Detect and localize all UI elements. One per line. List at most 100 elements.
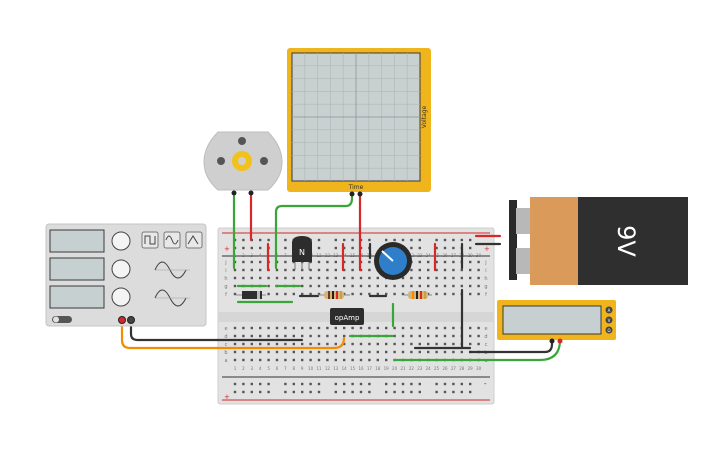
column-number: 23: [417, 366, 423, 371]
column-number: 18: [375, 366, 381, 371]
column-number: 30: [476, 253, 482, 258]
row-label: d: [224, 334, 227, 340]
battery-9v[interactable]: 9V: [509, 197, 688, 285]
row-label: h: [224, 276, 227, 282]
column-number: 3: [251, 366, 254, 371]
column-number: 28: [459, 366, 465, 371]
multimeter-display: [502, 305, 602, 335]
triangle-wave-button[interactable]: [185, 231, 203, 249]
column-number: 2: [242, 253, 245, 258]
rail-plus-label: +: [224, 245, 230, 253]
column-number: 27: [451, 253, 457, 258]
column-number: 6: [276, 366, 279, 371]
column-number: 29: [468, 366, 474, 371]
time-axis-label: Time: [348, 184, 364, 191]
rail-plus-label: +: [484, 245, 490, 253]
oscilloscope[interactable]: Voltage Time: [287, 48, 431, 197]
mode-label: V: [608, 318, 611, 323]
oscilloscope-grid: [292, 53, 420, 181]
row-label: d: [484, 334, 487, 340]
column-number: 4: [259, 253, 262, 258]
row-label: c: [225, 342, 228, 348]
column-number: 25: [434, 253, 440, 258]
row-label: g: [224, 284, 227, 290]
column-number: 20: [392, 366, 398, 371]
function-generator[interactable]: [45, 223, 207, 327]
column-number: 24: [426, 366, 432, 371]
column-number: 26: [442, 366, 448, 371]
npn-transistor[interactable]: N: [292, 236, 312, 270]
column-number: 1: [234, 253, 237, 258]
column-number: 11: [316, 253, 322, 258]
row-label: f: [485, 292, 487, 298]
column-number: 24: [426, 253, 432, 258]
amplitude-knob[interactable]: [111, 259, 131, 279]
column-number: 5: [267, 366, 270, 371]
multimeter-green-wire[interactable]: [393, 338, 562, 362]
rail-minus-label: -: [484, 380, 487, 388]
battery-label: 9V: [612, 225, 640, 257]
column-number: 1: [234, 366, 237, 371]
column-number: 4: [259, 366, 262, 371]
column-number: 15: [350, 366, 356, 371]
column-number: 12: [325, 253, 331, 258]
scope-green-wire[interactable]: [274, 192, 354, 270]
mode-volts-button[interactable]: [605, 316, 613, 324]
mode-label: A: [608, 308, 611, 313]
voltage-axis-label: Voltage: [421, 105, 428, 128]
multimeter-black-wire[interactable]: [468, 336, 554, 354]
row-label: c: [485, 342, 488, 348]
row-label: f: [225, 292, 227, 298]
row-label: e: [484, 326, 487, 332]
column-number: 30: [476, 366, 482, 371]
negative-terminal[interactable]: [127, 316, 135, 324]
row-label: e: [224, 326, 227, 332]
generator-orange-wire[interactable]: [120, 318, 346, 350]
column-number: 15: [350, 253, 356, 258]
resistor[interactable]: [318, 291, 350, 299]
offset-knob[interactable]: [111, 287, 131, 307]
column-number: 16: [358, 366, 364, 371]
column-number: 7: [284, 253, 287, 258]
column-number: 10: [308, 366, 314, 371]
opamp-chip[interactable]: opAmp: [330, 308, 364, 325]
dc-motor[interactable]: [203, 131, 283, 196]
column-number: 9: [301, 366, 304, 371]
column-number: 3: [251, 253, 254, 258]
column-number: 22: [409, 366, 415, 371]
resistor[interactable]: [404, 291, 432, 299]
column-number: 13: [333, 253, 339, 258]
column-number: 8: [293, 366, 296, 371]
amplitude-display: [49, 257, 105, 281]
frequency-knob[interactable]: [111, 231, 131, 251]
column-number: 25: [434, 366, 440, 371]
diode[interactable]: [236, 291, 266, 299]
multimeter[interactable]: A V Ω: [497, 300, 616, 344]
mode-ohms-button[interactable]: [605, 326, 613, 334]
column-number: 16: [358, 253, 364, 258]
column-number: 6: [276, 253, 279, 258]
mode-amps-button[interactable]: [605, 306, 613, 314]
row-label: a: [224, 358, 227, 364]
row-label: i: [225, 268, 226, 274]
transistor-label: N: [299, 248, 305, 257]
column-number: 2: [242, 366, 245, 371]
row-label: j: [224, 260, 226, 266]
row-label: i: [485, 268, 486, 274]
generator-black-wire[interactable]: [129, 318, 304, 342]
column-number: 7: [284, 366, 287, 371]
column-number: 13: [333, 366, 339, 371]
rail-plus-label: +: [224, 393, 230, 401]
column-number: 14: [342, 253, 348, 258]
wires: [120, 192, 562, 362]
column-number: 29: [468, 253, 474, 258]
potentiometer[interactable]: [374, 242, 412, 280]
row-label: h: [484, 276, 487, 282]
positive-terminal[interactable]: [118, 316, 126, 324]
column-number: 11: [316, 366, 322, 371]
row-label: b: [224, 350, 227, 356]
column-number: 19: [384, 366, 390, 371]
row-label: g: [484, 284, 487, 290]
mode-label: Ω: [607, 328, 610, 333]
column-number: 17: [367, 366, 373, 371]
